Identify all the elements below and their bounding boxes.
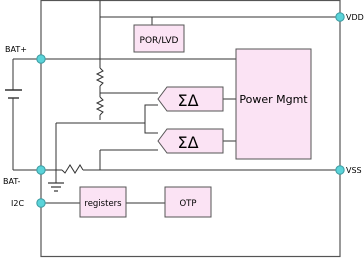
adc-top-block: ΣΔ xyxy=(157,86,224,112)
por-lvd-block: POR/LVD xyxy=(133,24,185,53)
power-mgmt-block: Power Mgmt xyxy=(235,48,312,160)
power-mgmt-label: Power Mgmt xyxy=(239,93,308,106)
vss-label: VSS xyxy=(346,166,362,175)
registers-label: registers xyxy=(84,199,122,209)
adc-bottom-label: ΣΔ xyxy=(177,133,198,152)
vdd-pin xyxy=(335,12,345,22)
resistor-divider xyxy=(95,17,105,120)
bat-minus-label: BAT- xyxy=(3,177,20,186)
adc-bottom-block: ΣΔ xyxy=(157,128,224,154)
adc-bottom-ref-wire xyxy=(144,123,158,134)
battery-symbol xyxy=(5,58,41,171)
i2c-label: I2C xyxy=(11,199,24,208)
bat-plus-pin xyxy=(36,54,46,64)
otp-block: OTP xyxy=(164,186,212,218)
registers-block: registers xyxy=(79,186,127,218)
ground-icon xyxy=(48,182,64,192)
adc-top-label: ΣΔ xyxy=(177,91,198,110)
adc-top-ref-wire xyxy=(56,104,158,124)
bat-minus-pin xyxy=(36,165,46,175)
otp-label: OTP xyxy=(179,199,196,209)
bat-plus-label: BAT+ xyxy=(5,45,27,54)
vdd-label: VDD xyxy=(346,13,364,22)
por-lvd-label: POR/LVD xyxy=(140,36,179,46)
i2c-pin xyxy=(36,198,46,208)
vss-pin xyxy=(335,165,345,175)
